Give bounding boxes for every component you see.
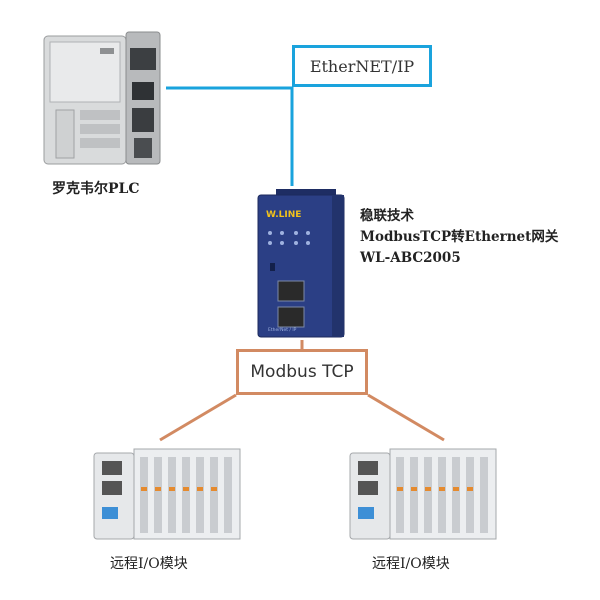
gateway-product-name: ModbusTCP转Ethernet网关 [360,229,559,245]
gateway-description: 稳联技术 ModbusTCP转Ethernet网关 WL-ABC2005 [360,206,558,269]
ethernet-ip-label: EtherNET/IP [292,45,432,87]
remote-io-module-right-image [349,448,497,540]
modbus-wire-right [367,393,445,442]
gateway-device-image: W.LINE EtherNet / IP [257,189,345,338]
modbus-tcp-label: Modbus TCP [236,349,368,395]
plc-device-image [43,31,161,165]
io-right-caption: 远程I/O模块 [372,556,450,572]
io-left-caption: 远程I/O模块 [110,556,188,572]
gateway-company: 稳联技术 [360,208,414,224]
plc-caption: 罗克韦尔PLC [52,181,140,197]
gateway-logo: W.LINE [266,210,301,220]
ethernet-ip-text: EtherNET/IP [309,56,415,76]
remote-io-module-left-image [93,448,241,540]
gateway-front-text: EtherNet / IP [268,327,297,333]
ethernet-wire [166,86,294,186]
gateway-model: WL-ABC2005 [360,250,461,266]
modbus-wire-left [159,393,237,442]
modbus-tcp-text: Modbus TCP [250,362,354,382]
